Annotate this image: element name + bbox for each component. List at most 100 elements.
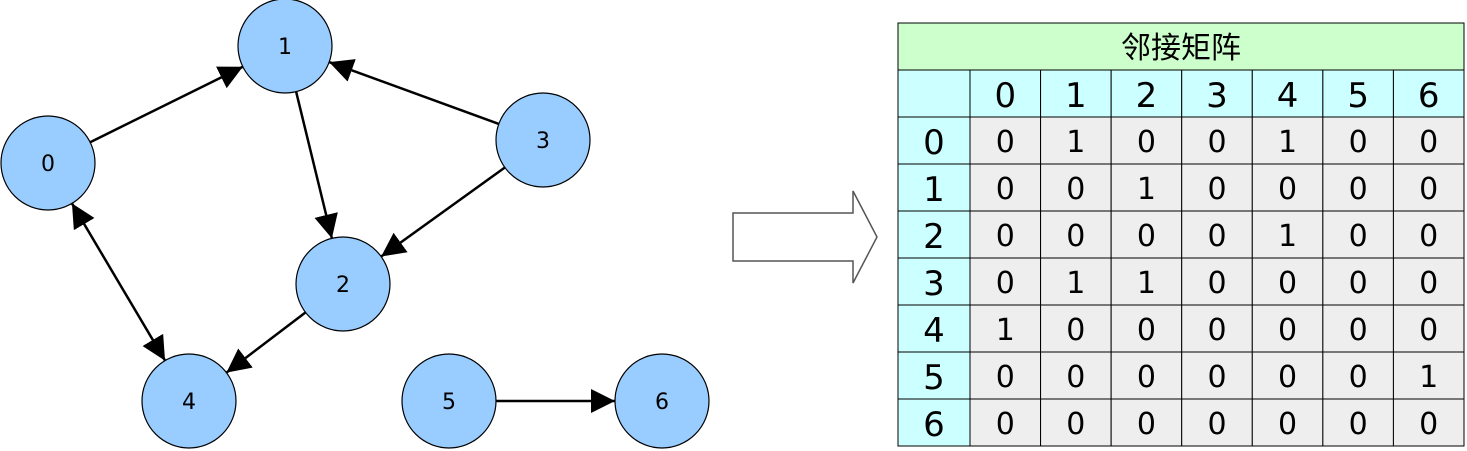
col-header-cell-4: [1251, 69, 1324, 118]
matrix-cell-0-0: [969, 116, 1042, 165]
row-header-cell-5: [897, 351, 971, 400]
row-header-4: 4: [923, 311, 945, 351]
col-header-cell-6: [1392, 69, 1465, 118]
matrix-cell-4-3: [1181, 304, 1253, 353]
row-header-2: 2: [923, 217, 945, 257]
matrix-cell-5-6: [1392, 351, 1465, 400]
node-label: 0: [41, 152, 55, 177]
row-header-1: 1: [923, 170, 945, 210]
matrix-cell-4-1: [1040, 304, 1112, 353]
edge-0-1: [89, 65, 244, 144]
matrix-value-4-2: 0: [1137, 313, 1156, 348]
node-label: 1: [278, 35, 292, 60]
matrix-cell-5-1: [1040, 351, 1112, 400]
matrix-cell-5-0: [969, 351, 1042, 400]
row-header-cell-6: [897, 398, 971, 447]
matrix-cell-3-0: [969, 257, 1042, 306]
graph-node-5: 5: [401, 353, 497, 449]
matrix-cell-1-2: [1110, 163, 1183, 212]
col-header-cell-3: [1181, 69, 1253, 118]
matrix-value-5-5: 0: [1349, 360, 1368, 395]
matrix-value-3-0: 0: [996, 266, 1015, 301]
matrix-cell-6-6: [1392, 398, 1465, 447]
matrix-cell-3-3: [1181, 257, 1253, 306]
matrix-value-6-4: 0: [1278, 407, 1297, 442]
matrix-corner-cell: [897, 69, 971, 118]
row-header-3: 3: [923, 264, 945, 304]
edge-3-2: [380, 166, 506, 258]
node-circle: [295, 236, 391, 332]
matrix-value-4-1: 0: [1066, 313, 1085, 348]
matrix-value-5-2: 0: [1137, 360, 1156, 395]
matrix-value-5-3: 0: [1207, 360, 1226, 395]
matrix-cell-4-4: [1251, 304, 1324, 353]
col-header-cell-5: [1322, 69, 1394, 118]
col-header-1: 1: [1065, 76, 1087, 116]
edge-0-4: [70, 202, 167, 362]
matrix-value-1-3: 0: [1207, 172, 1226, 207]
matrix-value-5-4: 0: [1278, 360, 1297, 395]
edges-layer: [70, 59, 615, 413]
col-header-2: 2: [1136, 76, 1158, 116]
matrix-value-0-5: 0: [1349, 125, 1368, 160]
matrix-value-6-0: 0: [996, 407, 1015, 442]
matrix-cell-5-5: [1322, 351, 1394, 400]
matrix-cell-0-2: [1110, 116, 1183, 165]
matrix-title-cell: [897, 22, 1465, 71]
matrix-cell-6-5: [1322, 398, 1394, 447]
node-circle: [495, 92, 591, 188]
matrix-value-2-6: 0: [1419, 219, 1438, 254]
matrix-value-0-6: 0: [1419, 125, 1438, 160]
row-header-0: 0: [923, 123, 945, 163]
matrix-value-0-0: 0: [996, 125, 1015, 160]
col-header-6: 6: [1418, 76, 1440, 116]
edge-2-4: [225, 311, 307, 374]
matrix-value-5-1: 0: [1066, 360, 1085, 395]
matrix-value-2-2: 0: [1137, 219, 1156, 254]
matrix-cell-6-2: [1110, 398, 1183, 447]
matrix-value-6-6: 0: [1419, 407, 1438, 442]
matrix-cell-2-0: [969, 210, 1042, 259]
matrix-value-2-4: 1: [1278, 219, 1297, 254]
graph-node-0: 0: [0, 115, 96, 211]
matrix-cell-1-4: [1251, 163, 1324, 212]
matrix-value-0-1: 1: [1066, 125, 1085, 160]
graph-node-6: 6: [614, 353, 710, 449]
matrix-value-2-3: 0: [1207, 219, 1226, 254]
matrix-value-4-3: 0: [1207, 313, 1226, 348]
graph-node-2: 2: [295, 236, 391, 332]
node-label: 6: [655, 390, 669, 415]
node-label: 2: [336, 273, 350, 298]
node-circle: [237, 0, 333, 94]
matrix-cell-3-2: [1110, 257, 1183, 306]
row-header-cell-0: [897, 116, 971, 165]
right-outline-arrow-icon: [732, 190, 878, 284]
nodes-layer: 0 1 2 3 4 5 6: [0, 0, 710, 449]
matrix-value-6-2: 0: [1137, 407, 1156, 442]
row-header-cell-4: [897, 304, 971, 353]
node-label: 4: [182, 390, 196, 415]
matrix-cell-3-5: [1322, 257, 1394, 306]
matrix-value-6-5: 0: [1349, 407, 1368, 442]
row-header-5: 5: [923, 358, 945, 398]
matrix-cell-3-6: [1392, 257, 1465, 306]
matrix-value-1-1: 0: [1066, 172, 1085, 207]
matrix-value-0-3: 0: [1207, 125, 1226, 160]
matrix-cell-6-0: [969, 398, 1042, 447]
row-header-cell-1: [897, 163, 971, 212]
edge-3-1: [328, 59, 500, 126]
edge-1-2: [294, 91, 338, 239]
matrix-cell-3-4: [1251, 257, 1324, 306]
matrix-cell-2-3: [1181, 210, 1253, 259]
graph-node-1: 1: [237, 0, 333, 94]
node-circle: [0, 115, 96, 211]
node-label: 3: [536, 129, 550, 154]
matrix-value-1-5: 0: [1349, 172, 1368, 207]
matrix-value-3-2: 1: [1137, 266, 1156, 301]
matrix-cell-0-3: [1181, 116, 1253, 165]
node-circle: [141, 353, 237, 449]
matrix-value-3-6: 0: [1419, 266, 1438, 301]
matrix-value-4-6: 0: [1419, 313, 1438, 348]
